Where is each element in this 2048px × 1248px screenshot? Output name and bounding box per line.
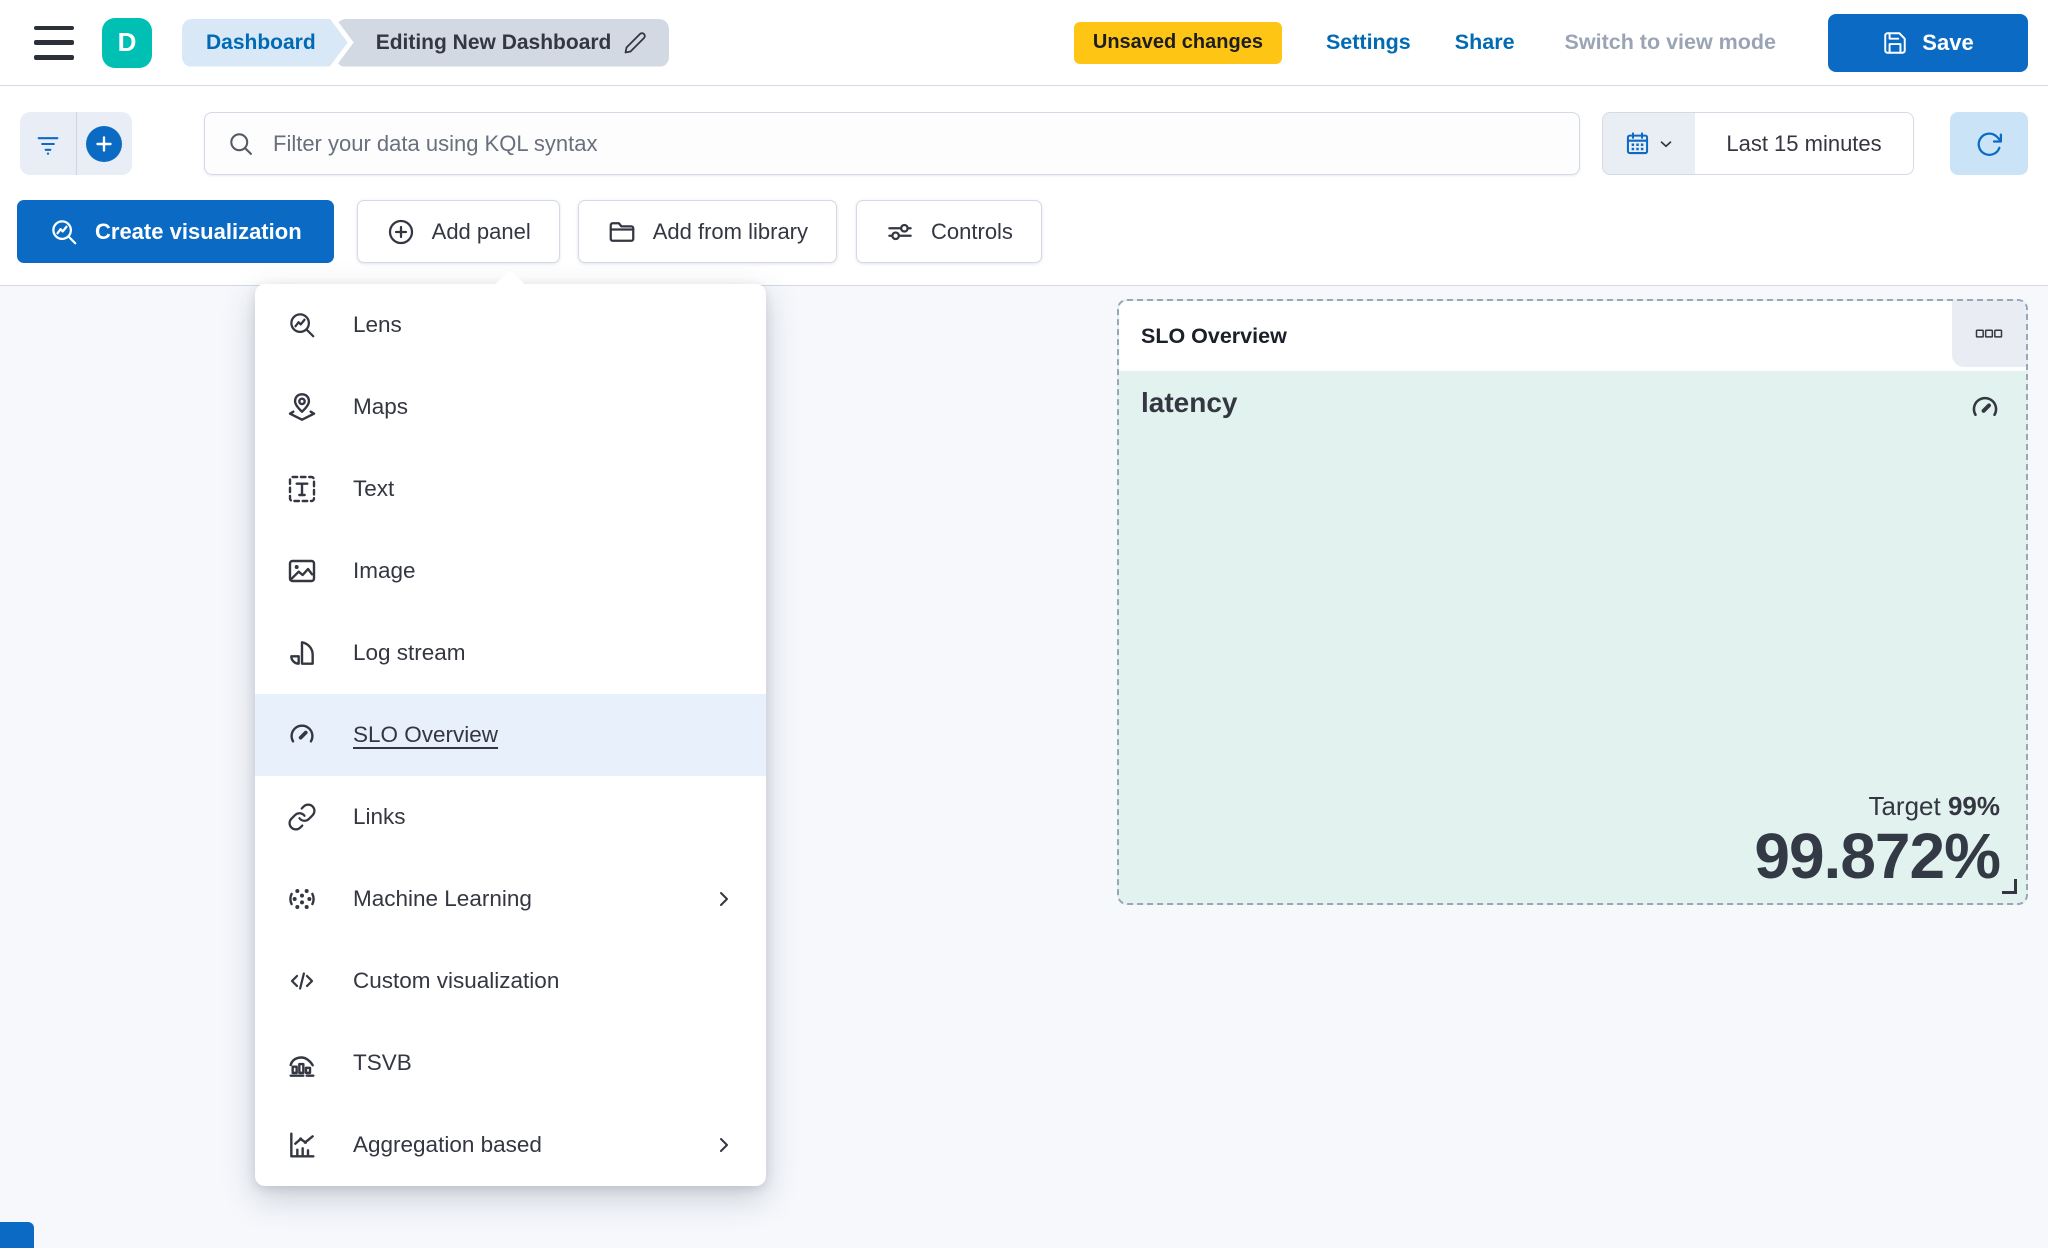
add-from-library-button[interactable]: Add from library bbox=[577, 200, 838, 263]
refresh-button[interactable] bbox=[1950, 112, 2028, 175]
unsaved-changes-badge: Unsaved changes bbox=[1073, 21, 1282, 64]
sliders-icon bbox=[885, 217, 915, 247]
filter-icon bbox=[34, 130, 62, 158]
link-icon bbox=[285, 800, 319, 834]
kql-search-input[interactable] bbox=[273, 130, 1557, 157]
refresh-icon bbox=[1974, 129, 2004, 159]
agg-icon bbox=[285, 1128, 319, 1162]
kql-search-box bbox=[204, 112, 1580, 175]
breadcrumb-dashboard[interactable]: Dashboard bbox=[182, 19, 348, 67]
chevron-down-icon bbox=[1657, 135, 1675, 153]
menu-item-aggregation-based[interactable]: Aggregation based bbox=[255, 1104, 766, 1186]
panel-resize-handle[interactable] bbox=[2002, 879, 2017, 894]
menu-item-tsvb[interactable]: TSVB bbox=[255, 1022, 766, 1104]
breadcrumb: Dashboard Editing New Dashboard bbox=[182, 18, 670, 67]
panel-options-button[interactable] bbox=[1952, 301, 2026, 367]
chevron-right-icon bbox=[712, 1133, 736, 1157]
search-icon bbox=[227, 130, 255, 158]
plus-icon bbox=[86, 125, 123, 162]
menu-item-slo-overview[interactable]: SLO Overview bbox=[255, 694, 766, 776]
menu-item-custom-visualization[interactable]: Custom visualization bbox=[255, 940, 766, 1022]
ml-icon bbox=[285, 882, 319, 916]
add-panel-menu: Lens Maps Text Image Log stream SLO Over… bbox=[255, 284, 766, 1186]
image-icon bbox=[285, 554, 319, 588]
hamburger-menu-button[interactable] bbox=[34, 25, 74, 60]
calendar-icon bbox=[1624, 130, 1651, 157]
breadcrumb-label: Dashboard bbox=[206, 30, 316, 54]
editor-toolbar: Create visualization Add panel Add from … bbox=[0, 200, 2048, 263]
avatar[interactable]: D bbox=[102, 17, 152, 68]
menu-item-text[interactable]: Text bbox=[255, 448, 766, 530]
menu-item-links[interactable]: Links bbox=[255, 776, 766, 858]
slo-value: 99.872% bbox=[1754, 819, 2001, 892]
slo-target-line: Target 99% bbox=[1868, 790, 2000, 821]
slo-name: latency bbox=[1141, 387, 1238, 418]
panel-title: SLO Overview bbox=[1141, 323, 1287, 348]
share-button[interactable]: Share bbox=[1454, 30, 1515, 54]
create-visualization-button[interactable]: Create visualization bbox=[17, 200, 334, 263]
panel-body: latency Target 99% 99.872% bbox=[1119, 371, 2026, 903]
switch-to-view-mode-button[interactable]: Switch to view mode bbox=[1564, 30, 1776, 54]
top-chrome: D Dashboard Editing New Dashboard Unsave… bbox=[0, 0, 2048, 286]
time-range-picker: Last 15 minutes bbox=[1602, 112, 1914, 175]
menu-item-machine-learning[interactable]: Machine Learning bbox=[255, 858, 766, 940]
filter-options-button[interactable] bbox=[20, 112, 77, 175]
maps-icon bbox=[285, 390, 319, 424]
add-panel-button[interactable]: Add panel bbox=[356, 200, 560, 263]
controls-button[interactable]: Controls bbox=[856, 200, 1042, 263]
slo-metric: Target 99% 99.872% bbox=[1754, 790, 2001, 892]
panel-header: SLO Overview bbox=[1119, 301, 2026, 371]
lens-icon bbox=[49, 217, 79, 247]
save-icon bbox=[1882, 30, 1908, 56]
log-stream-icon bbox=[285, 636, 319, 670]
toolbar-divider bbox=[0, 285, 2048, 286]
bottom-left-panel-fragment bbox=[0, 1222, 34, 1248]
filter-button-group bbox=[20, 112, 132, 175]
menu-item-maps[interactable]: Maps bbox=[255, 366, 766, 448]
gauge-icon bbox=[285, 718, 319, 752]
menu-item-image[interactable]: Image bbox=[255, 530, 766, 612]
tsvb-icon bbox=[285, 1046, 319, 1080]
breadcrumb-label: Editing New Dashboard bbox=[375, 30, 612, 54]
top-bar: D Dashboard Editing New Dashboard Unsave… bbox=[0, 0, 2048, 86]
breadcrumb-editing-title[interactable]: Editing New Dashboard bbox=[335, 18, 670, 67]
query-bar: Last 15 minutes bbox=[0, 112, 2048, 175]
slo-overview-panel[interactable]: SLO Overview latency Target 99% 99.872% bbox=[1117, 299, 2028, 905]
pencil-icon bbox=[623, 31, 647, 55]
lens-icon bbox=[285, 308, 319, 342]
code-icon bbox=[285, 964, 319, 998]
menu-item-log-stream[interactable]: Log stream bbox=[255, 612, 766, 694]
folder-icon bbox=[607, 217, 637, 247]
chevron-right-icon bbox=[712, 887, 736, 911]
calendar-dropdown-button[interactable] bbox=[1603, 113, 1695, 174]
plus-circle-icon bbox=[386, 217, 416, 247]
gauge-icon bbox=[1968, 391, 2002, 425]
menu-item-lens[interactable]: Lens bbox=[255, 284, 766, 366]
text-icon bbox=[285, 472, 319, 506]
slo-target-value: 99% bbox=[1947, 790, 2000, 821]
add-filter-button[interactable] bbox=[77, 112, 133, 175]
save-button[interactable]: Save bbox=[1828, 13, 2028, 72]
settings-button[interactable]: Settings bbox=[1325, 30, 1411, 54]
time-range-value[interactable]: Last 15 minutes bbox=[1695, 113, 1913, 174]
boxes-horizontal-icon bbox=[1974, 319, 2004, 349]
